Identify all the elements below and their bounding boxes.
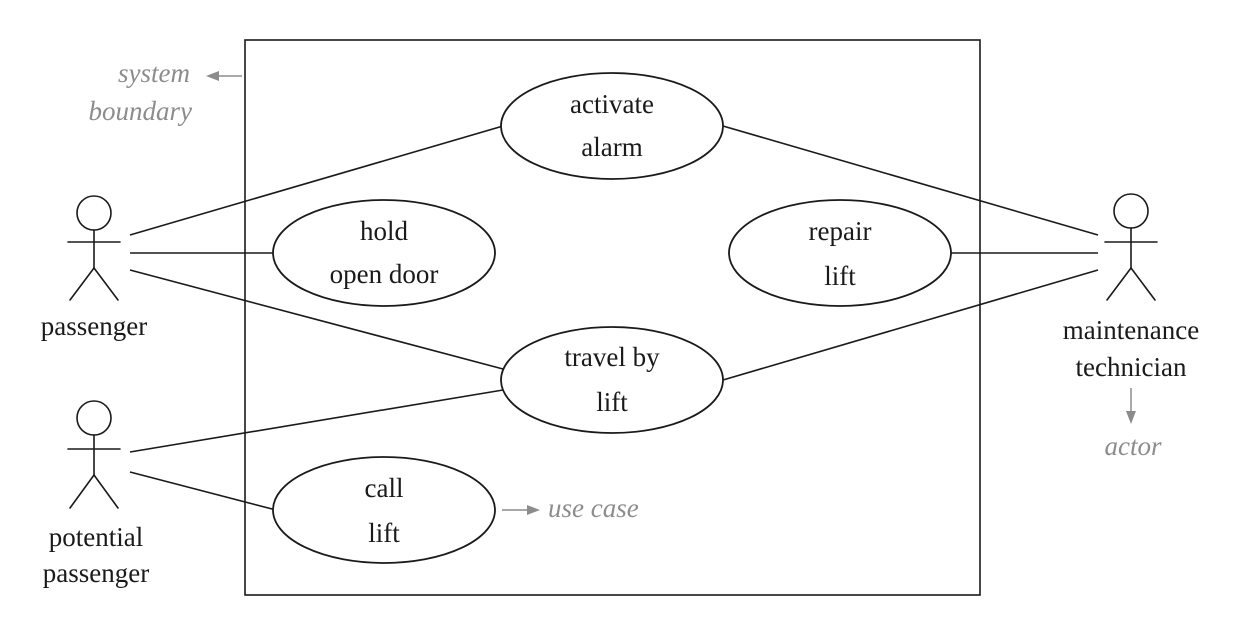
use-case-activate-alarm: activate alarm	[500, 72, 724, 180]
use-case-call-lift: call lift	[272, 456, 496, 564]
annotation-system-boundary: system boundary	[89, 58, 242, 126]
use-case-activate-alarm-ellipse	[500, 72, 724, 180]
association-potential-passenger-travel-by-lift	[129, 389, 504, 453]
actor-potential-passenger-label-line-1: potential	[49, 522, 143, 552]
system-boundary-box	[244, 39, 981, 596]
use-case-hold-open-door-line-1: hold	[360, 216, 409, 246]
actor-passenger: passenger	[41, 195, 147, 341]
annotation-system-boundary-arrow-left-icon	[206, 71, 219, 81]
annotation-system-boundary-line-1: system	[118, 58, 190, 88]
use-case-travel-by-lift-ellipse	[500, 326, 724, 434]
actor-potential-passenger-label-line-2: passenger	[43, 558, 149, 588]
use-case-hold-open-door-line-2: open door	[330, 259, 439, 289]
use-case-call-lift-ellipse	[272, 456, 496, 564]
use-case-travel-by-lift: travel by lift	[500, 326, 724, 434]
annotation-actor-label: actor	[1105, 431, 1162, 461]
association-technician-travel-by-lift	[722, 269, 1099, 381]
use-case-repair-lift-line-2: lift	[824, 261, 856, 291]
annotation-use-case-arrow-right-icon	[527, 505, 540, 515]
use-case-repair-lift: repair lift	[728, 199, 952, 307]
use-case-call-lift-line-2: lift	[368, 518, 400, 548]
annotation-actor-arrow-down-icon	[1126, 411, 1136, 424]
association-potential-passenger-call-lift	[129, 471, 277, 511]
association-passenger-travel-by-lift	[129, 269, 504, 370]
actor-maintenance-technician-label-line-2: technician	[1076, 352, 1187, 382]
association-lines	[129, 125, 1099, 511]
use-case-activate-alarm-line-2: alarm	[581, 132, 642, 162]
actor-passenger-stick-figure-icon	[67, 195, 121, 301]
annotation-use-case-label: use case	[548, 493, 639, 523]
actor-maintenance-technician-stick-figure-icon	[1104, 193, 1158, 301]
use-case-hold-open-door-ellipse	[272, 199, 496, 307]
use-case-travel-by-lift-line-1: travel by	[564, 342, 660, 372]
use-case-hold-open-door: hold open door	[272, 199, 496, 307]
actor-maintenance-technician: maintenance technician	[1063, 193, 1199, 382]
use-case-repair-lift-ellipse	[728, 199, 952, 307]
use-case-activate-alarm-line-1: activate	[570, 89, 654, 119]
annotation-use-case: use case	[502, 493, 639, 523]
annotation-actor: actor	[1105, 388, 1162, 461]
use-case-travel-by-lift-line-2: lift	[596, 387, 628, 417]
use-case-repair-lift-line-1: repair	[809, 216, 872, 246]
annotation-system-boundary-line-2: boundary	[89, 96, 193, 126]
actor-maintenance-technician-label-line-1: maintenance	[1063, 315, 1199, 345]
association-passenger-activate-alarm	[129, 125, 504, 236]
actor-passenger-label: passenger	[41, 311, 147, 341]
use-case-call-lift-line-1: call	[365, 473, 404, 503]
actor-potential-passenger: potential passenger	[43, 400, 149, 588]
actor-potential-passenger-stick-figure-icon	[67, 400, 121, 509]
association-technician-activate-alarm	[722, 125, 1099, 236]
